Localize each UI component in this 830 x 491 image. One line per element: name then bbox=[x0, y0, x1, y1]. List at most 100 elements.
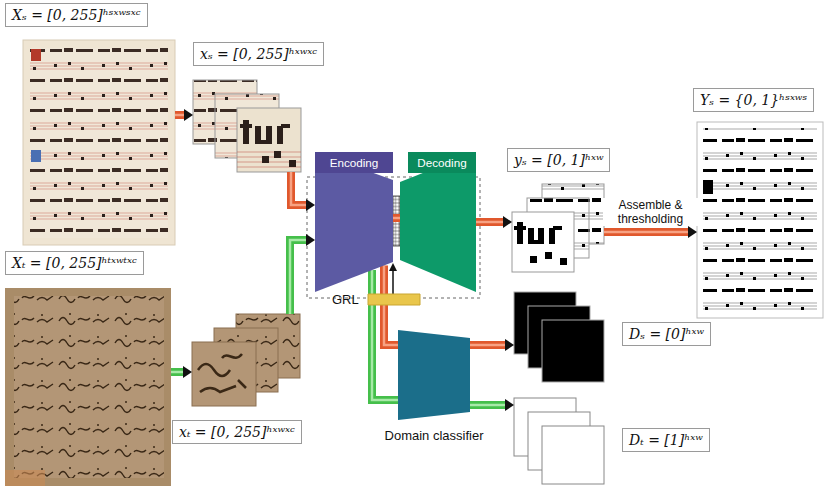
arrowhead bbox=[389, 263, 397, 271]
flow-band-core bbox=[476, 221, 503, 224]
block-outline bbox=[400, 150, 476, 295]
flow-band bbox=[290, 240, 306, 314]
arrowhead bbox=[306, 199, 315, 211]
flow-band bbox=[604, 228, 688, 236]
data-flow-arrow bbox=[476, 216, 512, 228]
data-flow-arrow bbox=[389, 263, 397, 294]
flow-band bbox=[392, 271, 394, 294]
arrowhead bbox=[503, 216, 512, 228]
data-flow-arrow bbox=[175, 109, 193, 121]
patch-stack: xₜ = [0, 255]ʰˣʷˣᶜ bbox=[192, 314, 300, 406]
binarized-page bbox=[697, 122, 823, 318]
arrowhead bbox=[184, 109, 193, 121]
flow-band bbox=[476, 218, 503, 226]
patch bbox=[237, 108, 301, 172]
handwriting bbox=[198, 354, 246, 392]
handwriting bbox=[14, 296, 164, 478]
arrowhead bbox=[306, 234, 315, 246]
block-outline bbox=[315, 150, 393, 295]
manuscript-lines bbox=[30, 48, 168, 238]
encoder-block: Encoding bbox=[315, 150, 393, 295]
patch bbox=[542, 426, 604, 484]
image-panel: Xₜ = [0, 255]ʰᵗˣʷᵗˣᶜ bbox=[5, 288, 171, 486]
decoder-block: Decoding bbox=[400, 150, 476, 295]
arrowhead bbox=[183, 366, 192, 378]
image-panel: Yₛ = {0, 1}ʰˢˣʷˢ bbox=[697, 122, 823, 318]
flow-band bbox=[171, 368, 183, 376]
math-label: yₛ = [0, 1]ʰˣʷ bbox=[507, 148, 610, 172]
edge-label: Assemble & thresholding bbox=[603, 198, 699, 226]
block-shape bbox=[315, 152, 393, 292]
gothic-glyphs bbox=[240, 120, 290, 144]
patch-stack: Dₜ = [1]ʰˣʷ bbox=[514, 398, 604, 484]
arrowhead bbox=[505, 399, 514, 411]
flow-band bbox=[291, 172, 306, 205]
data-flow-arrow bbox=[171, 366, 192, 378]
block-header bbox=[315, 152, 393, 173]
block-label: Encoding bbox=[315, 152, 393, 173]
math-label: Dₜ = [1]ʰˣʷ bbox=[622, 428, 710, 452]
flow-band bbox=[175, 111, 184, 119]
math-label: Dₛ = [0]ʰˣʷ bbox=[622, 322, 711, 346]
flow-band-core bbox=[470, 404, 505, 407]
image-panel: Xₛ = [0, 255]ʰˢˣʷˢˣᶜ bbox=[23, 40, 175, 245]
binary-lines bbox=[703, 128, 817, 312]
patch-stack: yₛ = [0, 1]ʰˣʷ bbox=[512, 184, 604, 272]
block-header bbox=[408, 152, 476, 173]
data-flow-arrow bbox=[290, 234, 315, 314]
flow-band-core bbox=[171, 371, 183, 374]
data-flow-arrow bbox=[372, 265, 398, 400]
block-shape bbox=[400, 152, 476, 292]
flow-band-core bbox=[393, 217, 400, 220]
patch bbox=[192, 342, 256, 406]
flow-band-core bbox=[175, 114, 184, 117]
arrowhead bbox=[505, 339, 514, 351]
flow-band bbox=[393, 214, 400, 222]
flow-band-core bbox=[290, 240, 306, 314]
latent-grid bbox=[393, 196, 400, 246]
staff bbox=[237, 152, 301, 167]
block-label: Decoding bbox=[408, 152, 476, 173]
source-manuscript bbox=[23, 40, 175, 245]
stain bbox=[5, 470, 45, 486]
initial-letter bbox=[31, 150, 41, 162]
target-manuscript bbox=[5, 288, 171, 486]
patch-stack: Dₛ = [0]ʰˣʷ bbox=[514, 292, 604, 382]
data-flow-arrow bbox=[604, 226, 697, 238]
flow-band bbox=[470, 341, 505, 349]
block-shape bbox=[398, 330, 470, 420]
gradient-reversal-layer: GRL bbox=[368, 294, 420, 305]
block-outline bbox=[368, 294, 420, 305]
initial-letter bbox=[703, 180, 713, 194]
flow-band bbox=[470, 401, 505, 409]
math-label: Yₛ = {0, 1}ʰˢˣʷˢ bbox=[693, 88, 814, 112]
data-flow-arrow bbox=[291, 172, 315, 211]
flow-band-core bbox=[470, 344, 505, 347]
math-label: xₜ = [0, 255]ʰˣʷˣᶜ bbox=[172, 420, 302, 444]
prediction-patches bbox=[512, 184, 604, 272]
math-label: xₛ = [0, 255]ʰˣʷˣᶜ bbox=[193, 42, 324, 66]
initial-letter bbox=[31, 49, 41, 61]
patch-stack: xₛ = [0, 255]ʰˣʷˣᶜ bbox=[193, 80, 301, 172]
binary-glyphs bbox=[514, 222, 567, 265]
target-patches bbox=[192, 314, 300, 406]
patch bbox=[542, 320, 604, 382]
math-label: Xₜ = [0, 255]ʰᵗˣʷᵗˣᶜ bbox=[5, 251, 144, 275]
math-label: Xₛ = [0, 255]ʰˢˣʷˢˣᶜ bbox=[5, 3, 148, 27]
data-flow-arrow bbox=[393, 218, 400, 219]
target-domain-maps bbox=[514, 398, 604, 484]
flow-band-core bbox=[604, 231, 688, 234]
paper bbox=[5, 288, 171, 486]
patch bbox=[512, 212, 574, 272]
data-flow-arrow bbox=[470, 399, 514, 411]
neumes bbox=[262, 151, 296, 167]
block-outline bbox=[398, 330, 470, 420]
parchment bbox=[23, 40, 175, 245]
block-shape bbox=[368, 294, 420, 305]
page bbox=[697, 122, 823, 318]
source-domain-maps bbox=[514, 292, 604, 382]
block-label: GRL bbox=[332, 292, 359, 307]
classifier-block: Domain classifier bbox=[398, 330, 470, 420]
source-patches bbox=[193, 80, 301, 172]
